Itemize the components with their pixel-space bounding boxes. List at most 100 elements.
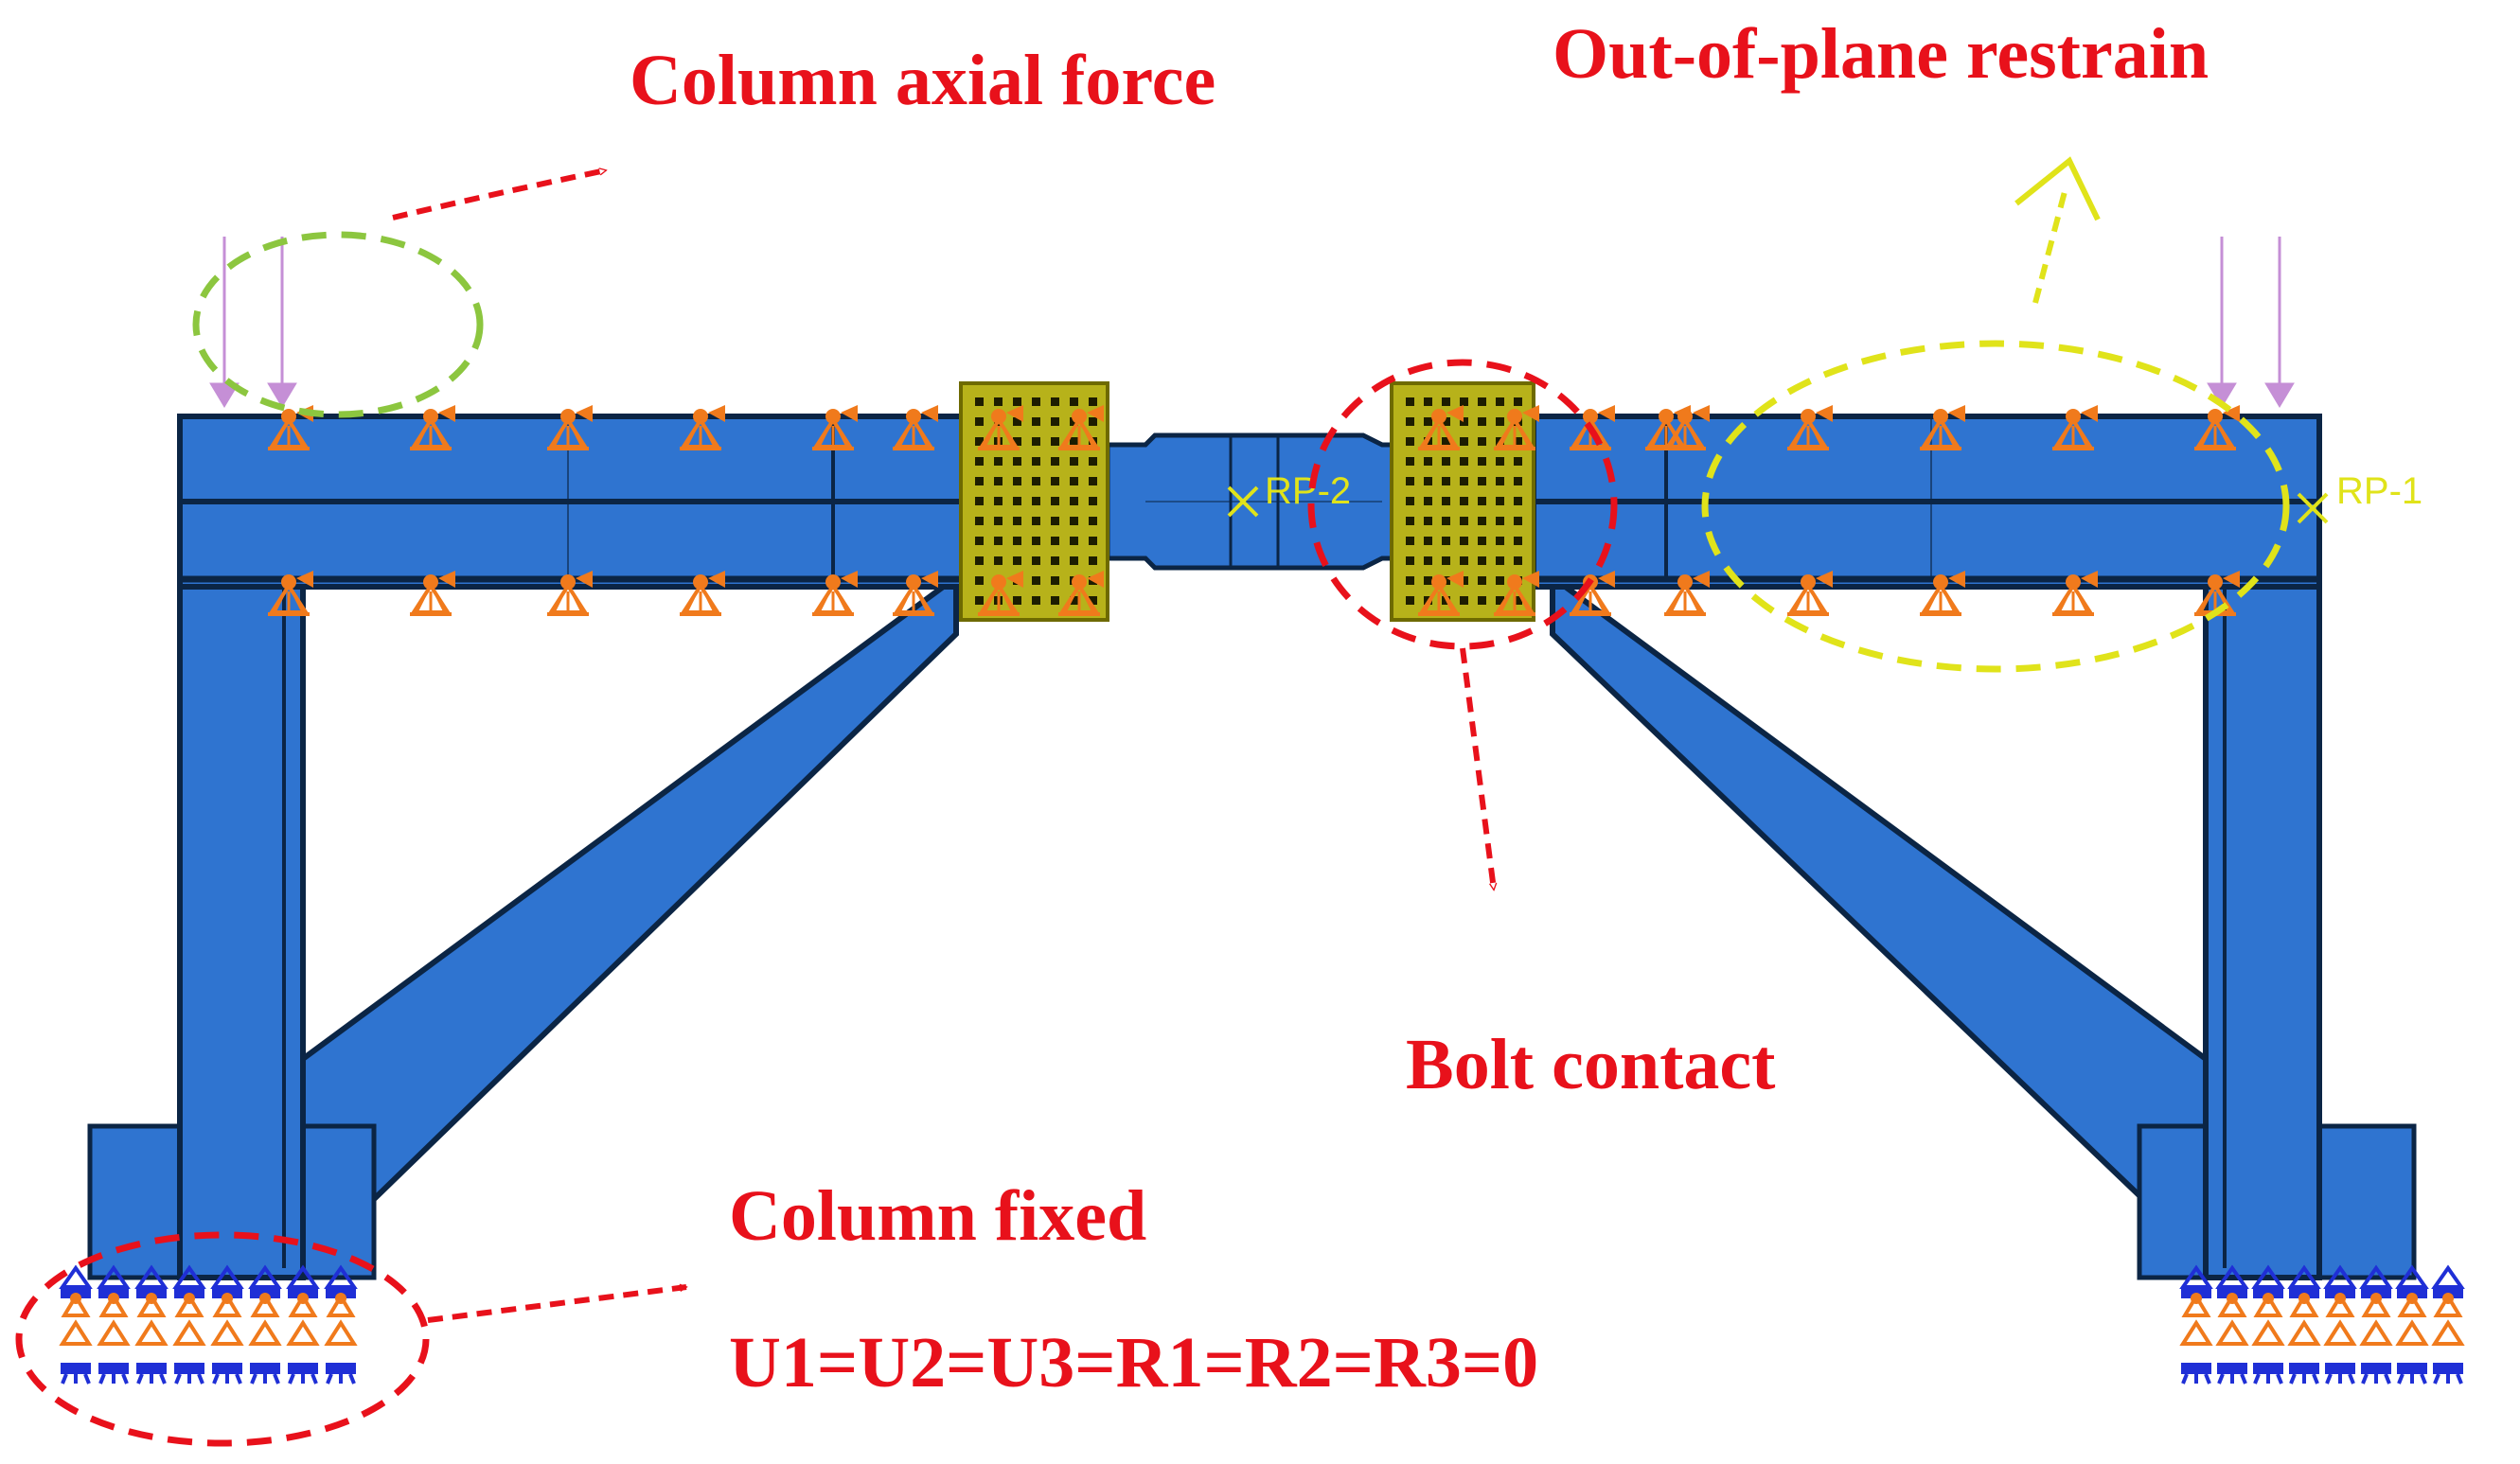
restraint-icon — [1920, 571, 1965, 616]
bolt — [1514, 497, 1522, 505]
bolt — [1013, 497, 1021, 505]
bolt — [994, 517, 1003, 525]
bolt — [1070, 596, 1078, 605]
bolt — [1442, 556, 1450, 565]
bolt — [1424, 497, 1432, 505]
bolt — [1514, 397, 1522, 406]
restraint-icon — [1920, 405, 1965, 450]
restraint-icon — [680, 405, 725, 450]
bolt — [1496, 517, 1504, 525]
reference-point-rp1: RP-1 — [2297, 470, 2422, 524]
bolt — [1496, 457, 1504, 466]
restraint-icon — [1664, 405, 1710, 450]
bolt — [1478, 437, 1486, 446]
label-column-fixed: Column fixed — [729, 1176, 1146, 1256]
fixity-icon — [324, 1264, 358, 1385]
restraint-icon — [410, 571, 455, 616]
bolt — [1032, 457, 1040, 466]
bolt — [1032, 477, 1040, 485]
axial-force-ellipse — [192, 231, 484, 418]
bolt — [1442, 457, 1450, 466]
bolt — [975, 497, 984, 505]
bolt — [1442, 477, 1450, 485]
restraint-icon — [268, 571, 313, 616]
bolt — [1478, 417, 1486, 426]
bolt — [994, 397, 1003, 406]
bolt — [1089, 497, 1097, 505]
bolt — [1496, 556, 1504, 565]
bolt — [1032, 497, 1040, 505]
restraint-icon — [2194, 405, 2240, 450]
bolt — [1478, 537, 1486, 545]
fixity-icon — [134, 1264, 169, 1385]
steel-frame — [87, 414, 2417, 1280]
restraint-icon — [1570, 405, 1615, 450]
bolt — [1070, 537, 1078, 545]
bolt — [1051, 596, 1059, 605]
fixity-icon — [2323, 1264, 2357, 1385]
label-bolt-contact: Bolt contact — [1406, 1025, 1775, 1104]
bolt — [1442, 417, 1450, 426]
restraint-icon — [547, 405, 593, 450]
bolt — [1089, 477, 1097, 485]
fixity-icon — [2179, 1264, 2213, 1385]
restraint-icon — [680, 571, 725, 616]
restraint-icon — [1494, 571, 1539, 616]
bolt — [1514, 517, 1522, 525]
bolt — [1496, 397, 1504, 406]
bolt — [1051, 537, 1059, 545]
fixity-icon — [210, 1264, 244, 1385]
bolt — [975, 417, 984, 426]
bolt — [1460, 537, 1468, 545]
restraint-icon — [1418, 571, 1464, 616]
bolt — [1032, 517, 1040, 525]
bolt — [1514, 437, 1522, 446]
bolt — [1089, 417, 1097, 426]
bolt — [1013, 517, 1021, 525]
bolt — [1424, 517, 1432, 525]
bolt — [1496, 576, 1504, 585]
bolt — [1032, 576, 1040, 585]
bolt — [1406, 556, 1414, 565]
label-out-of-plane-restrain: Out-of-plane restrain — [1553, 14, 2209, 94]
bolt — [1478, 517, 1486, 525]
bolt — [1089, 556, 1097, 565]
bolt — [1496, 497, 1504, 505]
bolt — [1496, 417, 1504, 426]
bolt — [1032, 596, 1040, 605]
bolt — [975, 457, 984, 466]
bolt — [1478, 596, 1486, 605]
restraint-icon — [812, 405, 858, 450]
bolt — [1424, 457, 1432, 466]
fixity-icon — [59, 1264, 93, 1385]
restraint-icon — [1058, 571, 1104, 616]
bolt — [1496, 537, 1504, 545]
bolt — [994, 457, 1003, 466]
restraint-icon — [893, 571, 938, 616]
bolt — [1442, 497, 1450, 505]
restraint-icon — [1787, 405, 1833, 450]
bolt — [1013, 477, 1021, 485]
fixity-icon — [2395, 1264, 2429, 1385]
bolt — [1406, 437, 1414, 446]
bolt — [1406, 497, 1414, 505]
bolt — [975, 596, 984, 605]
bolt — [1514, 457, 1522, 466]
bolt — [1460, 417, 1468, 426]
bolt — [1478, 477, 1486, 485]
bolt — [1070, 437, 1078, 446]
restraint-icon — [410, 405, 455, 450]
out-of-plane-restraint-symbols — [268, 405, 2240, 616]
bolt — [1032, 437, 1040, 446]
bolt — [1424, 556, 1432, 565]
restraint-icon — [2052, 405, 2098, 450]
restraint-icon — [1418, 405, 1464, 450]
bolt — [1013, 397, 1021, 406]
right-base-fixity-symbols — [2179, 1264, 2465, 1385]
restraint-icon — [893, 405, 938, 450]
bolt — [1406, 397, 1414, 406]
bolt — [1013, 437, 1021, 446]
bolt — [1460, 437, 1468, 446]
bolt — [1013, 417, 1021, 426]
